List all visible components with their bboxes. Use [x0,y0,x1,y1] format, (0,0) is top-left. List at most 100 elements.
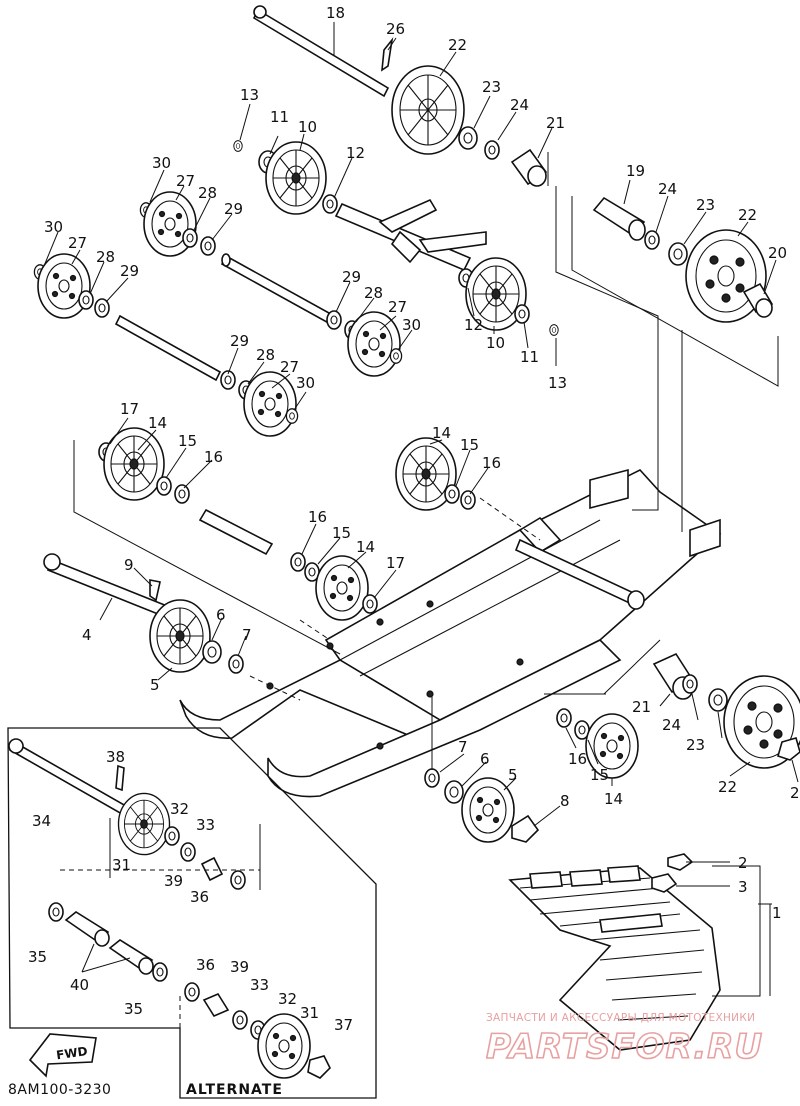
callout-35: 35 [28,948,47,966]
callout-10: 10 [486,334,505,352]
callout-28: 28 [256,346,275,364]
callout-29: 29 [342,268,361,286]
clip-3 [651,873,678,893]
callout-24: 24 [510,96,529,114]
callout-33: 33 [196,816,215,834]
callout-6: 6 [216,606,226,624]
clip-13-lower [549,324,559,336]
bearing-23-top [458,126,478,150]
callout-27: 27 [388,298,407,316]
diagram-code: 8AM100-3230 [8,1082,112,1098]
callout-6: 6 [480,750,490,768]
wheel-31-upper [117,792,171,856]
callout-4: 4 [82,626,92,644]
ring-36-upper [230,870,246,890]
bearing-11-lower [514,304,530,324]
callout-30: 30 [152,154,171,172]
callout-26: 26 [386,20,405,38]
callout-14: 14 [604,790,623,808]
bearing-6-left [202,640,222,664]
callout-21: 21 [632,698,651,716]
ring-35-upper [48,902,64,922]
callout-29: 29 [120,262,139,280]
bearing-15-left [156,476,172,496]
shaft-c [198,508,274,556]
clip-16-bottom [556,708,572,728]
callout-19: 19 [626,162,645,180]
callout-5: 5 [150,676,160,694]
clip-16-left [174,484,190,504]
slide-rail-frame [179,468,722,798]
ring-32-upper [164,826,180,846]
callout-12: 12 [464,316,483,334]
callout-32: 32 [170,800,189,818]
axle-18 [252,5,390,98]
callout-14: 14 [432,424,451,442]
nut-37 [307,1055,331,1079]
callout-20: 20 [768,244,787,262]
callout-7: 7 [242,626,252,644]
callout-25: 25 [790,784,800,802]
axle-19 [592,196,646,241]
ring-24-top [484,140,500,160]
track-assembly [508,865,721,1051]
callout-23: 23 [482,78,501,96]
spacer-39-upper [200,856,224,882]
callout-16: 16 [204,448,223,466]
clip-16-lower [290,552,306,572]
ring-33-upper [180,842,196,862]
callout-34: 34 [32,812,51,830]
callout-11: 11 [270,108,289,126]
spacer-39-lower [202,992,230,1018]
svg-text:FWD: FWD [55,1044,88,1062]
ring-35-lower [152,962,168,982]
callout-35: 35 [124,1000,143,1018]
guide-lines [7,152,779,1099]
callout-27: 27 [68,234,87,252]
callout-17: 17 [120,400,139,418]
bearing-28-c [78,290,94,310]
collar-20 [742,282,774,318]
callout-28: 28 [96,248,115,266]
idler-wheel-22-top [391,65,465,155]
callout-15: 15 [460,436,479,454]
svg-text:PARTSFOR.RU: PARTSFOR.RU [486,1027,763,1067]
callout-2: 2 [738,854,748,872]
pin-26 [381,37,394,72]
watermark-logo: PARTSFOR.RU [486,1026,763,1068]
ring-24-lower [682,674,698,694]
callout-22: 22 [448,36,467,54]
callout-33: 33 [250,976,269,994]
shaft-b [114,314,222,382]
ring-7-bottom [424,768,440,788]
callout-29: 29 [230,332,249,350]
callout-31: 31 [112,856,131,874]
callout-21: 21 [546,114,565,132]
callout-28: 28 [198,184,217,202]
callout-5: 5 [508,766,518,784]
spacer-40-a [64,911,110,947]
callout-15: 15 [590,766,609,784]
callout-31: 31 [300,1004,319,1022]
clip-2 [667,853,694,871]
callout-23: 23 [696,196,715,214]
clip-29-b [326,310,342,330]
callout-9: 9 [124,556,134,574]
callout-15: 15 [178,432,197,450]
callout-36: 36 [190,888,209,906]
clip-29-a [200,236,216,256]
wheel-14-lower [315,555,369,621]
clip-12-upper [322,194,338,214]
callout-22: 22 [738,206,757,224]
callout-14: 14 [356,538,375,556]
callout-17: 17 [386,554,405,572]
callout-8: 8 [560,792,570,810]
callout-16: 16 [482,454,501,472]
callout-38: 38 [106,748,125,766]
callout-23: 23 [686,736,705,754]
ring-33-lower [232,1010,248,1030]
callout-24: 24 [662,716,681,734]
callout-1: 1 [772,904,782,922]
callout-14: 14 [148,414,167,432]
